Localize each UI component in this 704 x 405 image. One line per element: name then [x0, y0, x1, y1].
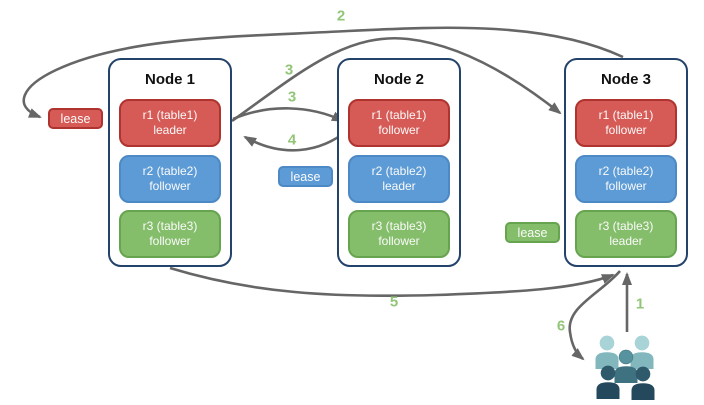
replica-line1: r2 (table2): [142, 164, 198, 178]
replica-line1: r1 (table1): [598, 108, 654, 122]
lease-badge-table1: lease: [48, 108, 103, 129]
step-label-5: 5: [389, 293, 399, 311]
replica-line2: follower: [605, 123, 647, 137]
arrow-step-3-to-node2: [232, 107, 345, 123]
node-3: Node 3 r1 (table1) follower r2 (table2) …: [564, 58, 688, 267]
replica-line2: follower: [378, 234, 420, 248]
step-label-6: 6: [556, 317, 566, 335]
lease-badge-table2: lease: [278, 166, 333, 187]
arrow-step-5-to-leaseholder: [169, 266, 615, 298]
replica-line1: r3 (table3): [371, 219, 427, 233]
step-label-3-long: 3: [284, 61, 294, 79]
users-group-icon: [595, 335, 655, 400]
arrow-step-2-lease-transfer: [22, 26, 624, 119]
replica-line1: r1 (table1): [371, 108, 427, 122]
node1-replica-r2-follower: r2 (table2) follower: [119, 155, 221, 203]
replica-line2: follower: [378, 123, 420, 137]
node1-replica-r1-leader: r1 (table1) leader: [119, 99, 221, 147]
replica-line1: r1 (table1): [142, 108, 198, 122]
replica-line2: follower: [149, 234, 191, 248]
arrow-step-3-to-node3: [231, 36, 562, 123]
replica-line2: leader: [609, 234, 643, 248]
node3-replica-r3-leader: r3 (table3) leader: [575, 210, 677, 258]
node3-replica-r2-follower: r2 (table2) follower: [575, 155, 677, 203]
replica-line1: r3 (table3): [598, 219, 654, 233]
node2-replica-r2-leader: r2 (table2) leader: [348, 155, 450, 203]
replica-line1: r3 (table3): [142, 219, 198, 233]
replica-line2: leader: [153, 123, 187, 137]
node2-replica-r1-follower: r1 (table1) follower: [348, 99, 450, 147]
node1-replica-r3-follower: r3 (table3) follower: [119, 210, 221, 258]
replica-line2: follower: [605, 179, 647, 193]
node-1: Node 1 r1 (table1) leader r2 (table2) fo…: [108, 58, 232, 267]
step-label-1: 1: [635, 295, 645, 313]
lease-badge-table3: lease: [505, 222, 560, 243]
step-label-4: 4: [287, 131, 297, 149]
arrow-step-4-ack: [243, 128, 349, 152]
replica-line2: follower: [149, 179, 191, 193]
node3-replica-r1-follower: r1 (table1) follower: [575, 99, 677, 147]
replica-line1: r2 (table2): [598, 164, 654, 178]
node-1-title: Node 1: [144, 71, 195, 88]
replica-line1: r2 (table2): [371, 164, 427, 178]
node-2: Node 2 r1 (table1) follower r2 (table2) …: [337, 58, 461, 267]
node-2-title: Node 2: [373, 71, 424, 88]
step-label-3-short: 3: [287, 88, 297, 106]
replica-line2: leader: [382, 179, 416, 193]
node-3-title: Node 3: [600, 71, 651, 88]
node2-replica-r3-follower: r3 (table3) follower: [348, 210, 450, 258]
arrow-step-6-response: [568, 270, 621, 361]
step-label-2: 2: [336, 7, 346, 25]
